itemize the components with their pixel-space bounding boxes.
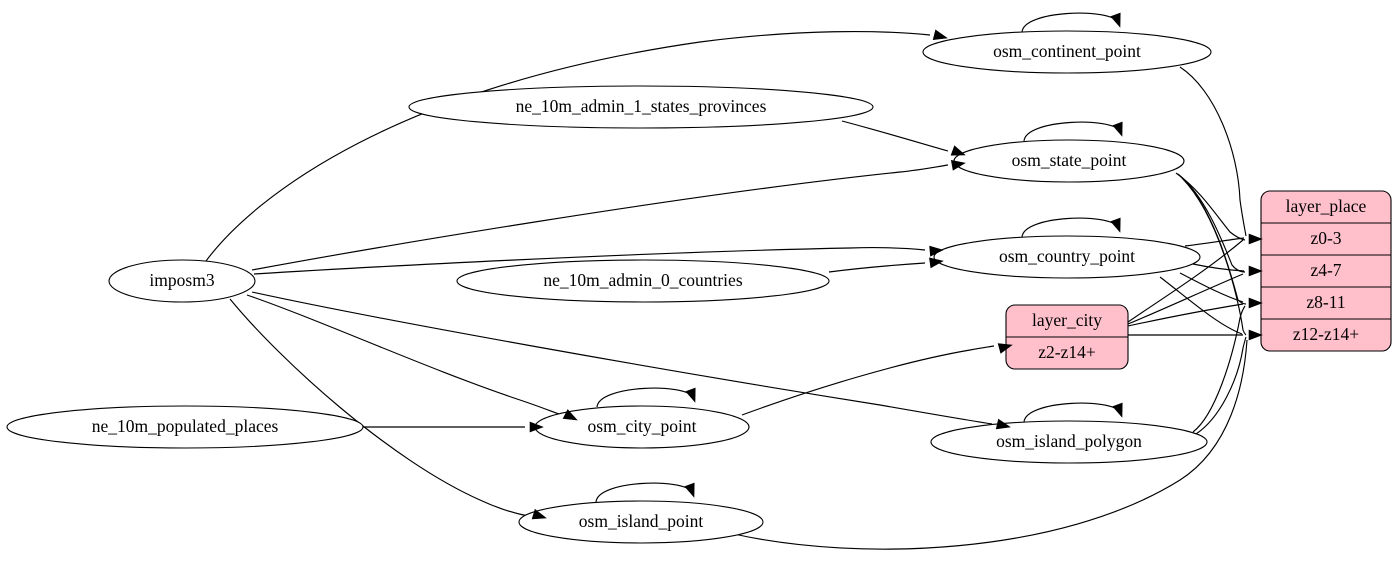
- node-osm_state_point[interactable]: osm_state_point: [953, 139, 1185, 183]
- edge-layer_city-to-layer_place_z0_3: [1127, 239, 1244, 323]
- record-row-layer_place_z0_3[interactable]: z0-3: [1310, 228, 1341, 248]
- arrow-head-self-loop-osm_island_point: [684, 482, 695, 498]
- arrow-head-imposm3->osm_island_point: [531, 508, 547, 520]
- arrow-head-to_z4_7: [1248, 265, 1263, 277]
- node-shape-osm_continent_point: [922, 30, 1212, 74]
- arrow-head-self-loop-osm_city_point: [685, 387, 696, 403]
- node-osm_city_point[interactable]: osm_city_point: [534, 405, 750, 449]
- edge-imposm3-to-osm_island_point: [229, 298, 529, 517]
- edge-osm_island_polygon-to-layer_place_z12_z14p: [1195, 336, 1247, 435]
- edge-osm_island_polygon-to-layer_place_z8_11: [1192, 305, 1246, 433]
- node-osm_country_point[interactable]: osm_country_point: [933, 235, 1201, 279]
- arrow-head-self-loop-osm_country_point: [1110, 217, 1121, 233]
- node-shape-ne_10m_admin_1_states_provinces: [408, 85, 874, 129]
- arrow-head-imposm3->osm_island_polygon: [995, 418, 1011, 430]
- node-osm_island_polygon[interactable]: osm_island_polygon: [930, 420, 1208, 464]
- arrow-head-osm_city_point->layer_city: [997, 343, 1013, 354]
- record-header-layer_place: layer_place: [1286, 196, 1367, 216]
- records-layer: layer_place z0-3 z4-7 z8-11 z12-z14+ layer_ci…: [1005, 190, 1392, 370]
- arrow-head-self-loop-osm_continent_point: [1110, 12, 1121, 28]
- node-ne_10m_admin_0_countries[interactable]: ne_10m_admin_0_countries: [456, 259, 830, 303]
- edge-ne_10m_admin_1_states_provinces-to-osm_state_point: [841, 120, 949, 152]
- node-label-ne_10m_admin_1_states_provinces: ne_10m_admin_1_states_provinces: [516, 96, 767, 116]
- node-ne_10m_admin_1_states_provinces[interactable]: ne_10m_admin_1_states_provinces: [408, 85, 874, 129]
- record-header-layer_city: layer_city: [1032, 310, 1102, 330]
- node-shape-osm_island_point: [518, 500, 764, 544]
- node-shape-imposm3: [108, 259, 256, 303]
- arrow-head-to_z12_z14p: [1248, 329, 1263, 341]
- node-osm_island_point[interactable]: osm_island_point: [518, 500, 764, 544]
- edge-osm_city_point-to-layer_city_z2_z14p: [741, 345, 995, 416]
- self-loop-osm_country_point: [1021, 217, 1119, 238]
- nodes-layer: imposm3 ne_10m_admin_1_states_provincesne…: [6, 30, 1212, 544]
- node-label-osm_state_point: osm_state_point: [1012, 150, 1127, 170]
- node-ne_10m_populated_places[interactable]: ne_10m_populated_places: [6, 405, 364, 449]
- node-label-osm_island_polygon: osm_island_polygon: [996, 431, 1142, 451]
- edge-osm_island_point-to-layer_place_z12_z14p: [733, 339, 1248, 550]
- self-loops-layer: [595, 12, 1123, 503]
- arrow-head-imposm3->osm_country_point: [929, 245, 944, 257]
- edge-imposm3-to-osm_country_point: [253, 247, 926, 275]
- edge-osm_country_point-to-layer_place_z0_3: [1184, 237, 1245, 247]
- node-label-osm_continent_point: osm_continent_point: [993, 41, 1141, 61]
- arrow-head-imposm3->osm_state_point: [950, 159, 966, 171]
- edge-ne_10m_admin_0_countries-to-osm_country_point: [828, 262, 926, 273]
- edge-layer_city-to-layer_place_z8_11: [1127, 303, 1244, 327]
- node-label-osm_city_point: osm_city_point: [588, 416, 697, 436]
- node-shape-osm_country_point: [933, 235, 1201, 279]
- record-row-layer_place_z4_7[interactable]: z4-7: [1310, 260, 1341, 280]
- edge-osm_country_point-to-layer_place_z4_7: [1192, 263, 1245, 272]
- arrow-head-imposm3->osm_city_point: [562, 409, 578, 421]
- edge-imposm3-to-osm_island_polygon: [251, 291, 993, 425]
- record-layer_city[interactable]: layer_city z2-z14+: [1005, 304, 1129, 370]
- node-label-imposm3: imposm3: [149, 270, 214, 290]
- node-shape-ne_10m_admin_0_countries: [456, 259, 830, 303]
- edge-imposm3-to-osm_state_point: [251, 164, 949, 271]
- self-loop-osm_island_point: [595, 482, 693, 503]
- node-shape-ne_10m_populated_places: [6, 405, 364, 449]
- arrow-head-ne10m1->osm_state_point: [950, 145, 966, 156]
- edges-layer: [205, 30, 1248, 550]
- self-loop-osm_island_polygon: [1023, 402, 1121, 423]
- node-label-ne_10m_admin_0_countries: ne_10m_admin_0_countries: [543, 270, 742, 290]
- record-row-layer_city_z2_z14p[interactable]: z2-z14+: [1038, 342, 1096, 362]
- edge-layer_city-to-layer_place_z4_7: [1127, 273, 1244, 325]
- self-loop-osm_continent_point: [1021, 12, 1119, 33]
- arrow-heads-layer: [529, 29, 1263, 520]
- self-loop-osm_city_point: [596, 387, 694, 408]
- arrow-head-to_z0_3: [1248, 233, 1263, 245]
- arrow-head-self-loop-osm_state_point: [1112, 121, 1123, 137]
- self-loop-osm_state_point: [1023, 121, 1121, 142]
- edge-imposm3-to-osm_continent_point: [205, 30, 931, 262]
- arrow-head-to_z8_11: [1248, 297, 1263, 309]
- arrow-head-nepop->osm_city_point: [529, 421, 544, 433]
- node-shape-osm_island_polygon: [930, 420, 1208, 464]
- node-label-osm_island_point: osm_island_point: [579, 511, 704, 531]
- arrow-head-ne10m0->osm_country_point: [929, 257, 944, 269]
- node-label-ne_10m_populated_places: ne_10m_populated_places: [92, 416, 279, 436]
- edge-osm_state_point-to-layer_place_z8_11: [1179, 175, 1247, 305]
- node-osm_continent_point[interactable]: osm_continent_point: [922, 30, 1212, 74]
- edge-imposm3-to-osm_city_point: [246, 294, 560, 415]
- record-row-layer_place_z8_11[interactable]: z8-11: [1306, 292, 1345, 312]
- edge-osm_country_point-to-layer_place_z8_11: [1179, 272, 1244, 303]
- edge-osm_state_point-to-layer_place_z12_z14p: [1181, 177, 1247, 336]
- arrow-head-self-loop-osm_island_polygon: [1112, 402, 1123, 418]
- node-label-osm_country_point: osm_country_point: [999, 246, 1135, 266]
- arrow-head-imposm3->osm_continent_point: [932, 29, 948, 41]
- record-row-layer_place_z12_z14p[interactable]: z12-z14+: [1293, 324, 1359, 344]
- node-imposm3[interactable]: imposm3: [108, 259, 256, 303]
- record-layer_place[interactable]: layer_place z0-3 z4-7 z8-11 z12-z14+: [1260, 190, 1392, 352]
- edge-osm_continent_point-to-layer_place_z0_3: [1179, 66, 1247, 237]
